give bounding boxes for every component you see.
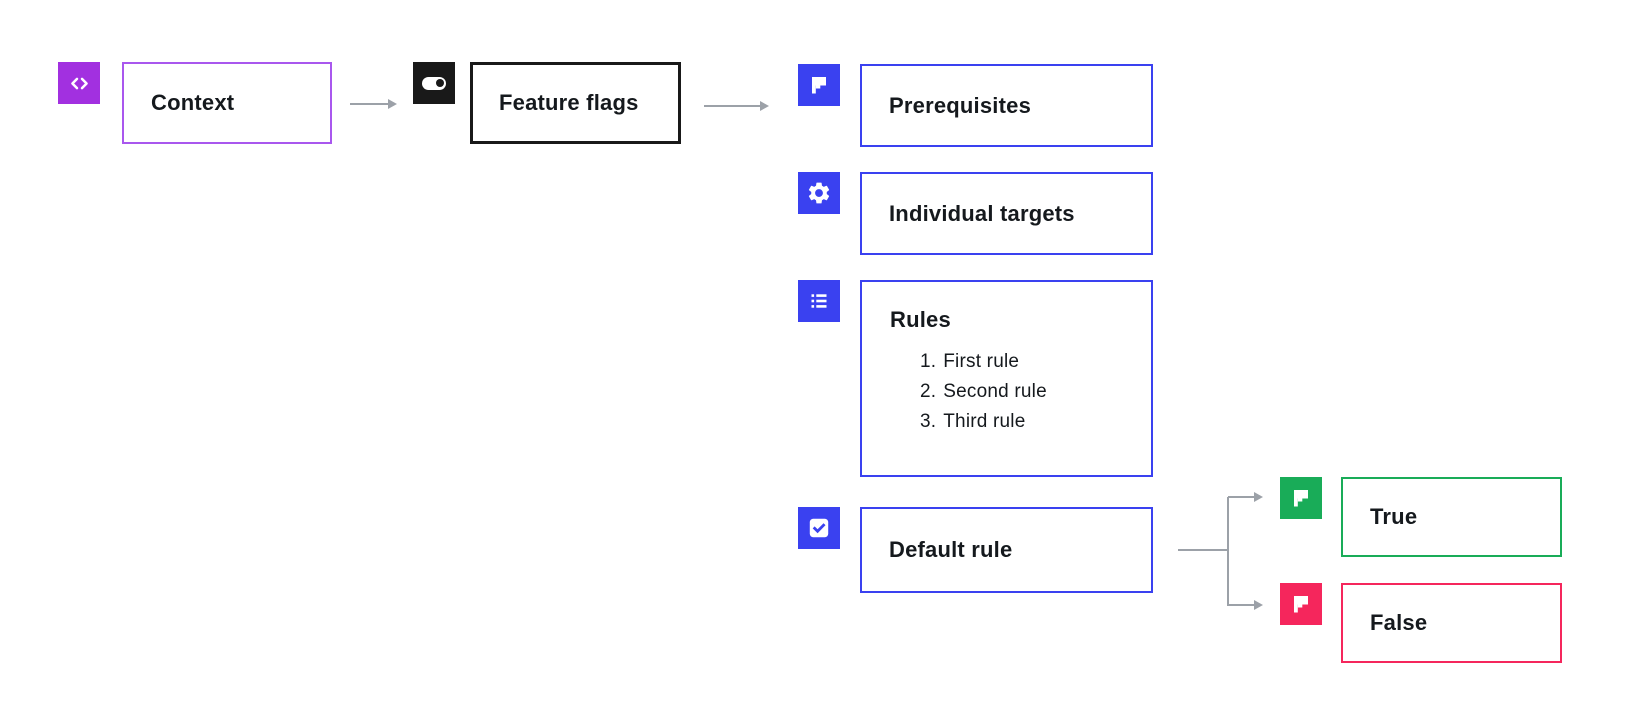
default-rule-label: Default rule [889, 537, 1013, 562]
context-node: Context [122, 62, 332, 144]
prerequisites-node: Prerequisites [860, 64, 1153, 147]
rule-number: 3. [920, 411, 937, 432]
feature-flags-node: Feature flags [470, 62, 681, 144]
context-label: Context [151, 90, 235, 115]
false-outcome-label: False [1370, 610, 1428, 635]
toggle-knob [435, 79, 444, 87]
toggle-icon [413, 62, 455, 104]
rules-title: Rules [890, 307, 951, 332]
flag-icon [798, 64, 840, 106]
feature-flags-label: Feature flags [499, 90, 639, 115]
rule-item: 2. Second rule [920, 377, 1151, 407]
false-outcome-node: False [1341, 583, 1562, 663]
true-outcome-node: True [1341, 477, 1562, 557]
arrow-flags-to-prerequisites [704, 101, 769, 111]
list-icon [798, 280, 840, 322]
gear-icon [798, 172, 840, 214]
rule-number: 2. [920, 381, 937, 402]
rule-label: First rule [943, 351, 1020, 372]
arrow-to-false [1228, 600, 1263, 610]
arrow-to-true [1228, 492, 1263, 502]
branch-line-vertical [1227, 497, 1229, 606]
rule-item: 1. First rule [920, 347, 1151, 377]
rule-item: 3. Third rule [920, 407, 1151, 437]
default-rule-node: Default rule [860, 507, 1153, 593]
flag-icon [1280, 477, 1322, 519]
flag-icon [1280, 583, 1322, 625]
individual-targets-label: Individual targets [889, 200, 1075, 226]
individual-targets-node: Individual targets [860, 172, 1153, 255]
rule-label: Third rule [943, 411, 1026, 432]
rules-node: Rules 1. First rule 2. Second rule 3. Third… [860, 280, 1153, 477]
checkbox-icon [798, 507, 840, 549]
true-outcome-label: True [1370, 504, 1418, 529]
code-icon [58, 62, 100, 104]
rule-label: Second rule [943, 381, 1047, 402]
rule-number: 1. [920, 351, 937, 372]
arrow-context-to-flags [350, 99, 397, 109]
prerequisites-label: Prerequisites [889, 92, 1032, 118]
rules-list: 1. First rule 2. Second rule 3. Third rule [890, 347, 1151, 437]
toggle-track [422, 76, 446, 90]
branch-line-horizontal [1178, 549, 1228, 551]
